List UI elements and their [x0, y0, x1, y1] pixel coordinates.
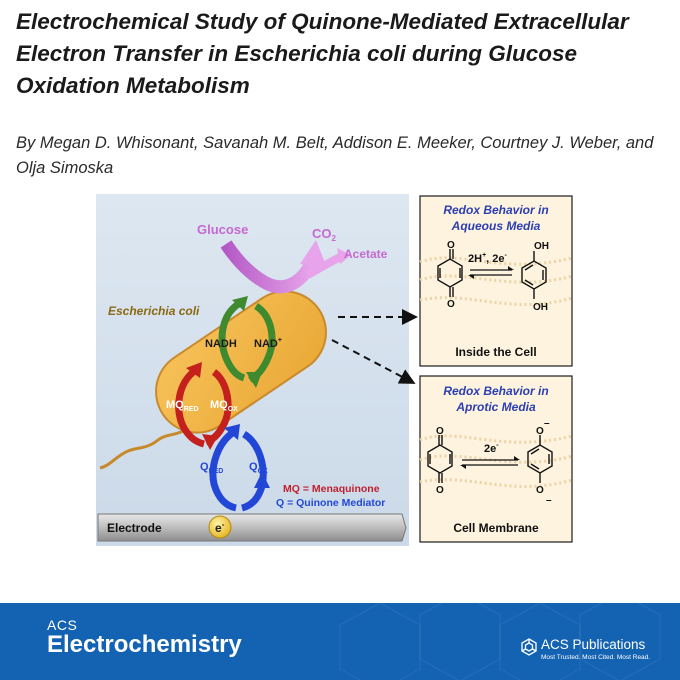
electron-icon	[208, 515, 232, 539]
glucose-arrow	[220, 240, 318, 294]
mq-cycle-left	[175, 367, 205, 448]
svg-text:Redox Behavior in: Redox Behavior in	[443, 203, 548, 217]
aqueous-panel: Redox Behavior in Aqueous Media O O OH O…	[419, 195, 573, 367]
svg-text:Cell Membrane: Cell Membrane	[453, 521, 539, 535]
svg-text:Aprotic Media: Aprotic Media	[455, 400, 536, 414]
glucose-label: Glucose	[197, 222, 248, 237]
journal-name: Electrochemistry	[47, 631, 242, 658]
nad-label: NAD+	[254, 337, 282, 350]
svg-text:O: O	[536, 426, 544, 437]
publisher-tagline: Most Trusted. Most Cited. Most Read.	[541, 654, 651, 661]
svg-text:O: O	[536, 485, 544, 496]
acs-publications-logo-icon	[521, 638, 537, 656]
journal-footer	[0, 603, 680, 680]
svg-text:O: O	[436, 426, 444, 437]
nad-cycle-left	[218, 298, 246, 382]
nadh-label: NADH	[205, 338, 237, 350]
svg-text:Redox Behavior in: Redox Behavior in	[443, 384, 548, 398]
publisher-name: ACS Publications	[541, 637, 646, 652]
svg-text:–: –	[546, 495, 552, 506]
flagellum	[99, 419, 198, 470]
svg-text:OH: OH	[533, 302, 548, 313]
hydroquinone-structure	[521, 251, 547, 299]
svg-text:Aqueous Media: Aqueous Media	[451, 219, 541, 233]
svg-text:2H+, 2e-: 2H+, 2e-	[468, 252, 508, 265]
co2-label: CO2	[312, 226, 337, 243]
dianion-structure	[527, 435, 553, 483]
svg-text:e-: e-	[215, 520, 225, 535]
quinone-structure	[437, 249, 463, 297]
toc-graphic: Glucose CO2 Acetate Escherichia coli NAD…	[96, 194, 573, 546]
svg-text:O: O	[436, 485, 444, 496]
quinone-structure-aprotic	[427, 435, 453, 483]
article-title: Electrochemical Study of Quinone-Mediate…	[16, 9, 629, 98]
q-red-label: QRED	[200, 461, 223, 475]
footer-pattern	[339, 603, 661, 680]
mq-ox-label: MQOX	[210, 399, 238, 413]
svg-text:O: O	[447, 240, 455, 251]
q-cycle-left	[209, 429, 237, 512]
ecoli-cell	[155, 290, 327, 434]
mq-red-label: MQRED	[166, 399, 199, 413]
svg-text:Inside the Cell: Inside the Cell	[455, 345, 536, 359]
aprotic-panel: Redox Behavior in Aprotic Media O O O – …	[419, 375, 573, 543]
svg-text:2e-: 2e-	[484, 442, 499, 455]
svg-text:OH: OH	[534, 241, 549, 252]
article-authors: By Megan D. Whisonant, Savanah M. Belt, …	[16, 134, 654, 177]
electrode	[97, 513, 407, 542]
svg-text:–: –	[544, 418, 550, 429]
journal-prefix: ACS	[47, 617, 78, 633]
electrode-label: Electrode	[107, 521, 162, 535]
q-ox-label: QOX	[249, 461, 268, 475]
svg-text:O: O	[447, 299, 455, 310]
glucose-arrow-head	[300, 240, 327, 268]
acetate-label: Acetate	[344, 247, 388, 261]
legend-mq: MQ = Menaquinone	[283, 483, 380, 495]
connector-to-bottom-panel	[331, 339, 416, 384]
organism-label: Escherichia coli	[108, 304, 200, 318]
legend-q: Q = Quinone Mediator	[276, 497, 385, 509]
